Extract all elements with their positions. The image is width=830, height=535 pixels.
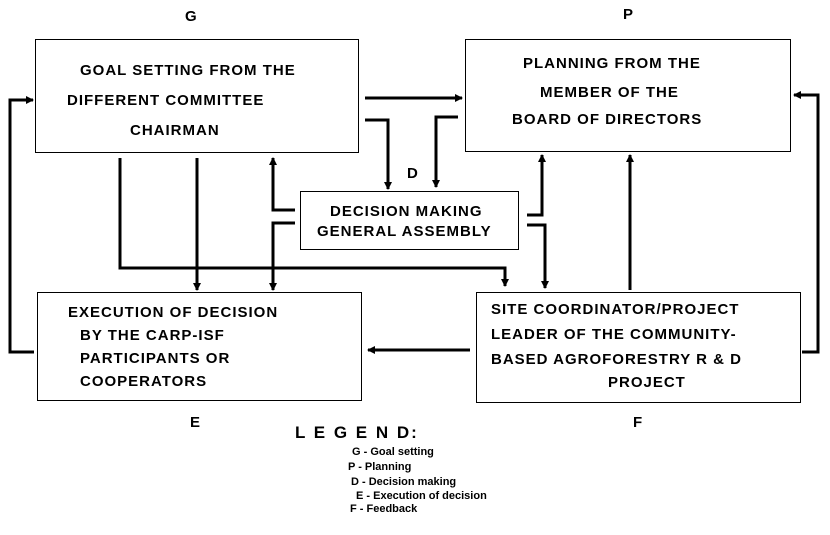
arrow-d-to-f [527,223,549,289]
node-text: LEADER OF THE COMMUNITY- [491,326,737,343]
node-letter-g: G [185,8,197,25]
feedback-f-to-p [793,91,820,354]
node-letter-p: P [623,6,634,23]
legend-title: L E G E N D: [295,423,419,442]
node-text: PROJECT [608,374,686,391]
legend-item: G - Goal setting [352,446,434,458]
arrow-d-to-p [527,154,546,217]
node-text: DIFFERENT COMMITTEE [67,92,265,109]
node-text: BOARD OF DIRECTORS [512,111,703,128]
legend-item: F - Feedback [350,503,418,515]
node-decision-making: DECISION MAKING GENERAL ASSEMBLY [300,191,519,250]
arrow-g-to-f [118,158,509,287]
node-letter-f: F [633,414,643,431]
node-text: CHAIRMAN [130,122,220,139]
arrow-d-to-e [269,221,295,291]
node-text: BASED AGROFORESTRY R & D [491,351,742,368]
node-text: DECISION MAKING [330,203,483,220]
arrow-g-to-d [365,118,392,190]
node-text: GOAL SETTING FROM THE [80,62,296,79]
node-text: GENERAL ASSEMBLY [317,223,492,240]
node-text: EXECUTION OF DECISION [68,304,279,321]
legend-item: P - Planning [348,461,412,473]
node-goal-setting: GOAL SETTING FROM THE DIFFERENT COMMITTE… [35,39,359,153]
node-feedback-site-coordinator: SITE COORDINATOR/PROJECT LEADER OF THE C… [476,292,801,403]
arrow-p-to-d [432,115,458,188]
node-execution: EXECUTION OF DECISION BY THE CARP-ISF PA… [37,292,362,401]
arrow-d-to-g [269,157,295,212]
node-letter-e: E [190,414,201,431]
node-text: COOPERATORS [80,373,208,390]
node-planning: PLANNING FROM THE MEMBER OF THE BOARD OF… [465,39,791,152]
node-text: PLANNING FROM THE [523,55,701,72]
feedback-e-to-g [8,96,34,354]
legend-item: E - Execution of decision [356,490,487,502]
node-text: BY THE CARP-ISF [80,327,225,344]
node-text: SITE COORDINATOR/PROJECT [491,301,740,318]
node-text: MEMBER OF THE [540,84,679,101]
legend-item: D - Decision making [351,476,457,488]
node-letter-d: D [407,165,418,182]
node-text: PARTICIPANTS OR [80,350,231,367]
